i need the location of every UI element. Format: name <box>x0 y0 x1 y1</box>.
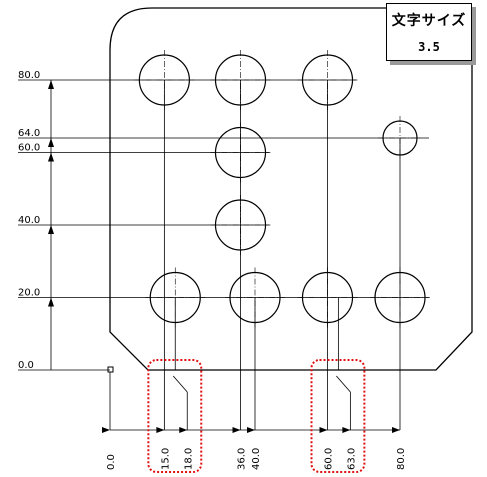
dimension-arrow-right <box>102 427 110 433</box>
dimension-arrow-right <box>392 427 400 433</box>
text-size-callout: 文字サイズ 3.5 <box>386 3 472 61</box>
x-extension-jog <box>172 375 188 393</box>
dimension-arrow-right <box>342 427 351 433</box>
dimension-arrow-right <box>247 427 255 433</box>
dimension-arrow-right <box>156 427 165 433</box>
x-dimension-label: 40.0 <box>251 448 262 470</box>
dimension-arrow-up <box>48 80 54 89</box>
extension-lines <box>18 79 429 433</box>
y-dimension-label: 60.0 <box>18 143 40 154</box>
holes-layer <box>134 50 430 328</box>
dimension-arrow-up <box>48 138 54 147</box>
y-dimension-label: 20.0 <box>18 288 40 299</box>
x-dimension-label: 80.0 <box>396 448 407 470</box>
dimension-arrow-right <box>232 427 241 433</box>
x-dimension-label: 63.0 <box>346 448 357 470</box>
x-dimension-label: 36.0 <box>237 448 248 470</box>
highlight-box <box>310 359 366 473</box>
dimension-arrow-right <box>319 427 328 433</box>
x-dimension-label: 18.0 <box>183 448 194 470</box>
highlight-box <box>147 359 203 473</box>
x-dimension-label: 60.0 <box>324 448 335 470</box>
origin-marker <box>107 366 114 373</box>
y-dimension-label: 80.0 <box>18 70 40 81</box>
dimension-arrow-up <box>48 297 54 307</box>
dimension-arrow-up <box>48 152 54 162</box>
y-dimension-label: 40.0 <box>18 215 40 226</box>
dimension-arrow-right <box>179 427 188 433</box>
callout-title: 文字サイズ <box>391 13 467 29</box>
x-dimension-label: 0.0 <box>106 454 117 470</box>
dimension-arrow-up <box>48 225 54 234</box>
plate-outline <box>109 7 473 371</box>
highlight-layer <box>147 359 366 473</box>
y-dimension-labels: 0.0 20.0 40.0 60.0 64.0 80.0 <box>18 70 40 371</box>
x-dimension-label: 15.0 <box>160 448 171 470</box>
callout-value: 3.5 <box>418 40 440 54</box>
x-extension-jog <box>336 375 351 393</box>
y-dimension-label: 0.0 <box>18 360 34 371</box>
y-dimension-label: 64.0 <box>18 128 40 139</box>
